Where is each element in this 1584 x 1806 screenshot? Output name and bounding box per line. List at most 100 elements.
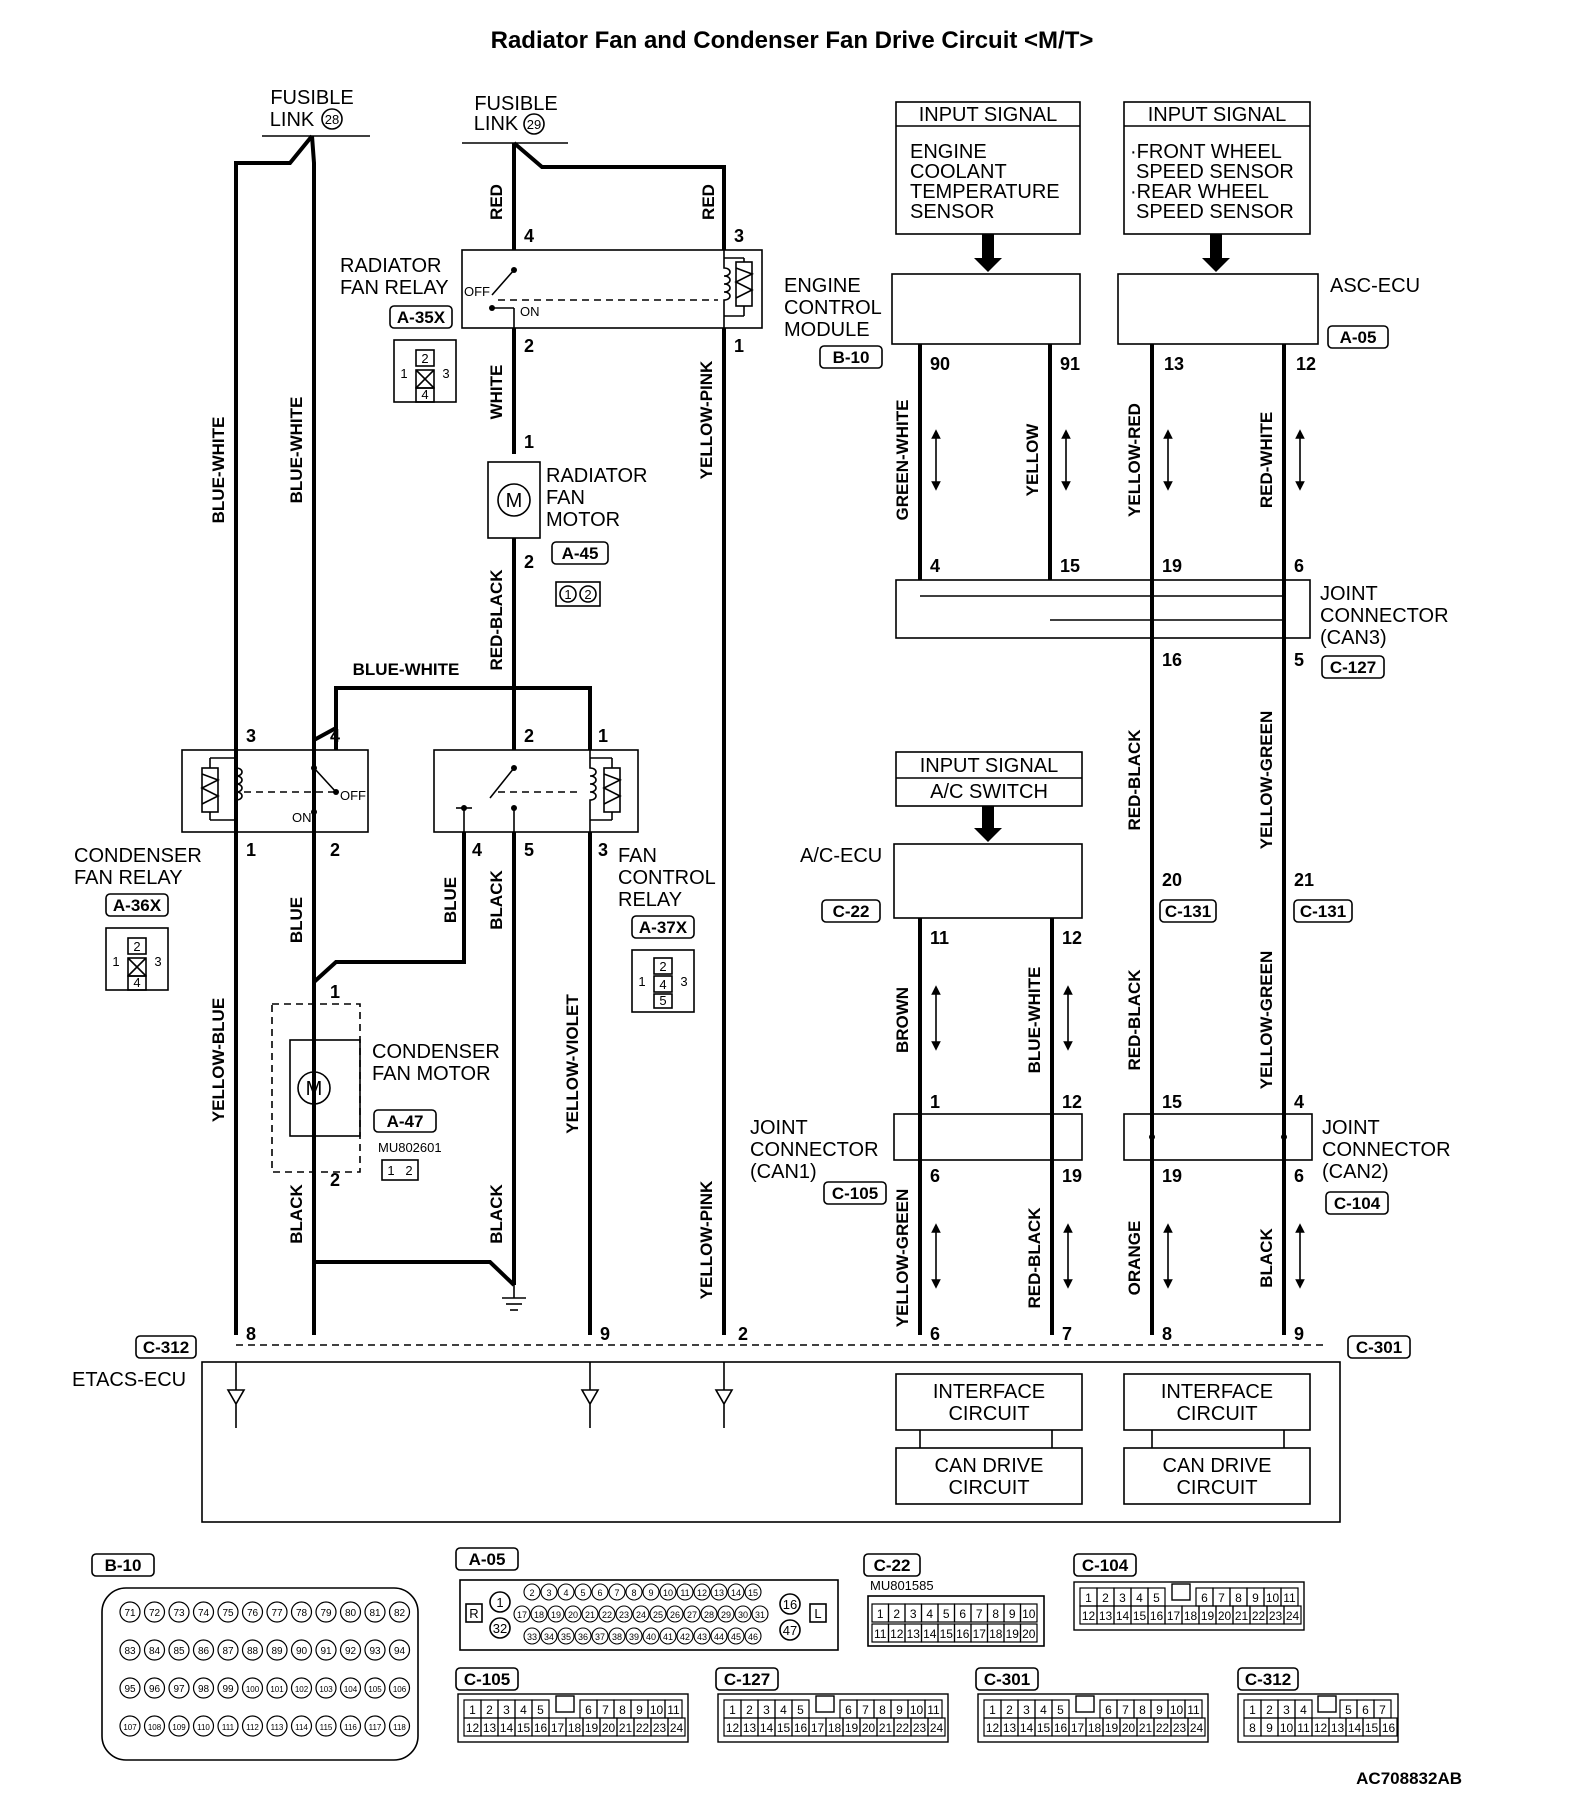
connector-pin: 20: [862, 1721, 876, 1735]
connector-pin: 34: [544, 1632, 554, 1642]
connector-pin: 111: [222, 1723, 235, 1732]
input-signal-wheel-speed: INPUT SIGNAL ·FRONT WHEEL SPEED SENSOR ·…: [1123, 101, 1311, 272]
connector-cavity: [217, 1601, 239, 1623]
can-bus-middle: [918, 918, 1305, 1335]
wire-color-label: RED-BLACK: [1125, 969, 1144, 1071]
connector-cavity: [540, 1583, 558, 1601]
connector-pin: 7: [614, 1588, 619, 1598]
input-signal-header: INPUT SIGNAL: [920, 755, 1059, 777]
connector-tag: C-127: [724, 1670, 770, 1689]
connector-pin: 1: [496, 1595, 503, 1610]
connector-tag-box: [1293, 899, 1353, 923]
connector-pin: 17: [811, 1721, 825, 1735]
connector-tag: C-105: [832, 1184, 878, 1203]
motor-pin: 1: [564, 587, 571, 602]
connector-cavity: [615, 1605, 633, 1623]
connector-cavity: [217, 1639, 239, 1661]
connector-pin: 76: [247, 1608, 259, 1619]
pin-number: 6: [930, 1324, 940, 1344]
circuit-label: CIRCUIT: [948, 1403, 1029, 1425]
pin-number: 1: [246, 840, 256, 860]
connector-cavity: [574, 1627, 592, 1645]
connector-pin: 10: [1022, 1607, 1036, 1621]
connector-pin: 8: [1235, 1591, 1242, 1605]
joint-connector-can1: 1 12 6 19 JOINT CONNECTOR (CAN1) C-105: [750, 1092, 1083, 1205]
wire-color-label: RED-BLACK: [1125, 729, 1144, 831]
connector-cavity: [143, 1639, 166, 1661]
relay-off-label: OFF: [340, 788, 366, 803]
connector-cavity: [388, 1601, 411, 1623]
connector-tag: A-35X: [397, 308, 446, 327]
connector-cavity: [710, 1627, 728, 1645]
pin-number: 4: [930, 556, 940, 576]
connector-pin: 86: [198, 1646, 210, 1657]
connector-cavity: [642, 1583, 660, 1601]
connector-tag: C-312: [1245, 1670, 1291, 1689]
input-signal-text: ENGINE: [910, 141, 987, 163]
connector-pin: 9: [1009, 1607, 1016, 1621]
radiator-fan-relay: 4 3 2 1 OFF ON RADIATOR FAN RELAY A-35X …: [340, 226, 763, 403]
pin-number: 1: [524, 432, 534, 452]
part-number: MU801585: [870, 1578, 934, 1593]
connector-pin: 4: [926, 1607, 933, 1621]
connector-pin: 20: [1022, 1627, 1036, 1641]
pin-number: 19: [1162, 556, 1182, 576]
connector-pin: 107: [123, 1723, 137, 1732]
connector-pin: 14: [923, 1627, 937, 1641]
wire-red-b: [512, 141, 726, 250]
connector-pin: 11: [1297, 1721, 1310, 1735]
connector-pin: 3: [910, 1607, 917, 1621]
fusible-link-label: FUSIBLE: [270, 87, 353, 109]
pin-number: 1: [734, 336, 744, 356]
can-bus-upper: [918, 344, 1305, 1335]
component-label: FAN RELAY: [74, 867, 183, 889]
wire-color-label: YELLOW-VIOLET: [563, 994, 582, 1134]
input-signal-header: INPUT SIGNAL: [919, 104, 1058, 126]
connector-pin: 20: [602, 1721, 616, 1735]
pin-number: 16: [1162, 650, 1182, 670]
pin-number: 2: [738, 1324, 748, 1344]
connector-pin: 3: [763, 1703, 770, 1717]
connector-tag: C-312: [143, 1338, 189, 1357]
connector-cavity: [364, 1677, 386, 1699]
connector-pin: 6: [585, 1703, 592, 1717]
pin-number: 3: [246, 726, 256, 746]
connector-tag: A-45: [562, 544, 599, 563]
pin-number: 13: [1164, 354, 1184, 374]
component-label: A/C-ECU: [800, 845, 882, 867]
connector-tag: A-37X: [639, 918, 688, 937]
connector-pin: 93: [369, 1646, 381, 1657]
connector-pin: 13: [1003, 1721, 1017, 1735]
connector-cavity: [608, 1583, 626, 1601]
connector-pin: 26: [670, 1610, 680, 1620]
connector-cavity: [119, 1601, 141, 1623]
connector-pin: 4: [1136, 1591, 1143, 1605]
connector-tag: C-131: [1165, 902, 1211, 921]
connector-cavity: [364, 1715, 386, 1737]
connector-pin: 10: [1266, 1591, 1280, 1605]
connector-pin: 5: [580, 1588, 585, 1598]
connector-pin: 2: [1266, 1703, 1273, 1717]
connector-pin: 14: [500, 1721, 514, 1735]
connector-cavity: [241, 1601, 264, 1623]
connector-pin: 79: [320, 1608, 332, 1619]
connector-pin: 102: [295, 1685, 309, 1694]
fusible-link-29: FUSIBLE LINK 29: [462, 93, 568, 144]
wire-color-label: BLUE-WHITE: [287, 397, 306, 504]
connector-tag: C-104: [1334, 1194, 1381, 1213]
connector-pin: 105: [368, 1685, 382, 1694]
connector-pin: 15: [1365, 1721, 1379, 1735]
input-signal-text: SPEED SENSOR: [1136, 161, 1294, 183]
connector-pin: 36: [578, 1632, 588, 1642]
connector-pin: 6: [597, 1588, 602, 1598]
relay-on-label: ON: [520, 304, 540, 319]
connector-pin: 98: [198, 1684, 210, 1695]
pin-number: 15: [1162, 1092, 1182, 1112]
connector-pin: 1: [1249, 1703, 1256, 1717]
connector-cavity: [143, 1715, 166, 1737]
pin-number: 4: [472, 840, 482, 860]
connector-pin: 112: [246, 1723, 259, 1732]
connector-tag: A-05: [469, 1550, 506, 1569]
